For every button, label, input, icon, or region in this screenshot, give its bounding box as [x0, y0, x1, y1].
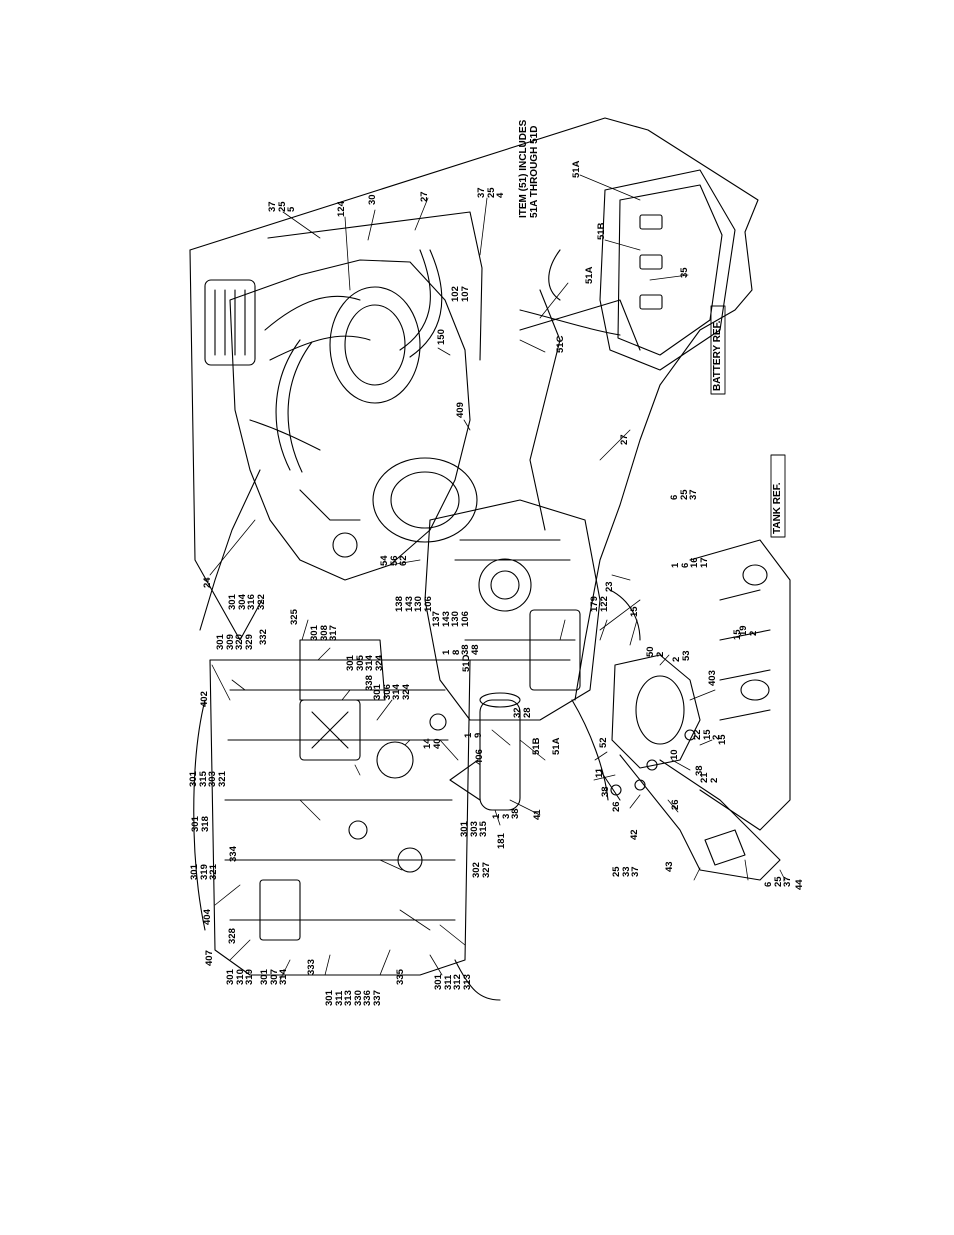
callout-c45: 301 308 317	[309, 625, 339, 641]
tank-ref-box	[770, 454, 786, 538]
starter-and-bracket	[571, 589, 781, 881]
callout-c72: 328	[227, 928, 238, 944]
callout-c68: 334	[228, 846, 239, 862]
callout-c41: 6 25 37	[763, 876, 793, 887]
callout-c42: 44	[794, 879, 805, 890]
callout-c07: 51A	[584, 266, 595, 284]
callout-c78: 335	[395, 969, 406, 985]
callout-c34: 11	[594, 767, 605, 778]
callout-c43: 301 304 316 322	[227, 594, 267, 610]
callout-c69: 302 327	[471, 862, 492, 878]
callout-c67: 181	[496, 833, 507, 849]
callout-c33: 52	[598, 737, 609, 748]
callout-c59: 1 9	[463, 732, 484, 738]
callout-c17: 54 56 62	[379, 555, 409, 566]
callout-c76: 333	[306, 959, 317, 975]
callout-c46: 138 143 130 106	[394, 596, 434, 612]
callout-c16: 24	[202, 577, 213, 588]
callout-c71: 404	[202, 909, 213, 925]
callout-c19: 23	[604, 581, 615, 592]
callout-c03: 30	[367, 194, 378, 205]
callout-c70: 301 319 321	[189, 864, 219, 880]
callout-c14: 27	[619, 434, 630, 445]
callout-c74: 301 310 319	[225, 969, 255, 985]
engine-side-view	[193, 639, 501, 1001]
battery-ref-label: BATTERY REF.	[712, 320, 723, 391]
callout-c20: 179 122	[589, 596, 610, 612]
callout-c49: 51D	[461, 654, 472, 672]
callout-c73: 407	[204, 950, 215, 966]
callout-c54: 332	[258, 629, 269, 645]
callout-c63: 41	[532, 809, 543, 820]
generator-end	[424, 499, 601, 721]
callout-c47: 137 143 130 106	[431, 611, 471, 627]
callout-c36: 26	[611, 801, 622, 812]
tank-ref-label: TANK REF.	[772, 482, 783, 534]
callout-c32: 38	[694, 765, 705, 776]
callout-c60: 14 40	[422, 738, 443, 749]
callout-c18: 1 6 16 17	[670, 557, 710, 568]
leader-lines	[209, 174, 786, 981]
callout-c50: 32 28	[512, 707, 533, 718]
battery-assembly	[519, 169, 736, 371]
callout-c52: 51A	[551, 737, 562, 755]
callout-c01: 37 25 5	[267, 201, 297, 212]
callout-c09: 35	[679, 267, 690, 278]
callout-c79: 301 311 312 313	[433, 974, 473, 990]
callout-c08: 51B	[596, 222, 607, 240]
callout-c06: 51A	[571, 160, 582, 178]
callout-c04: 27	[419, 191, 430, 202]
callout-c13: 409	[455, 402, 466, 418]
callout-c02: 124	[336, 201, 347, 217]
callout-c55: 301 305 314 324	[345, 655, 385, 671]
callout-c66: 301 303 315	[459, 821, 489, 837]
callout-c51: 51B	[531, 737, 542, 755]
callout-c27: 403	[707, 670, 718, 686]
callout-c39: 43	[664, 861, 675, 872]
callout-c65: 301 318	[190, 816, 211, 832]
callout-c62: 1 3 38	[491, 808, 521, 819]
fuel-tank-outline	[689, 539, 791, 831]
callout-c48: 1 8 38 48	[441, 644, 481, 655]
callout-c37: 26	[670, 799, 681, 810]
callout-c44: 325	[289, 609, 300, 625]
frame-outline	[189, 117, 759, 701]
callout-c21: 15	[629, 606, 640, 617]
engine-assembly	[204, 259, 478, 581]
callout-c10: 102 107	[450, 286, 471, 302]
callout-c29: 15	[717, 734, 728, 745]
battery-ref-box	[710, 305, 726, 395]
item-51-note: ITEM (51) INCLUDES 51A THROUGH 51D	[518, 119, 540, 218]
callout-c38: 42	[629, 829, 640, 840]
callout-c77: 301 311 313 330 336 337	[324, 990, 383, 1006]
callout-c58: 402	[199, 691, 210, 707]
callout-c75: 301 307 314	[259, 969, 289, 985]
callout-c12: 51C	[555, 335, 566, 353]
callout-c24: 50 2	[645, 646, 666, 657]
callout-c40: 25 33 37	[611, 866, 641, 877]
callout-c61: 406	[474, 749, 485, 765]
radiator-hoses	[275, 249, 443, 558]
callout-c35: 38	[600, 786, 611, 797]
callout-c11: 150	[436, 329, 447, 345]
callout-c15: 6 25 37	[669, 489, 699, 500]
callout-c64: 301 315 303 321	[188, 771, 228, 787]
callout-c31: 10	[669, 749, 680, 760]
callout-c05: 37 25 4	[476, 187, 506, 198]
callout-c53: 301 309 320 329	[215, 634, 255, 650]
oil-filter	[449, 692, 521, 811]
callout-c23: 19 2	[738, 625, 759, 636]
callout-c57: 301 306 314 324	[372, 684, 412, 700]
callout-c26: 53	[681, 650, 692, 661]
